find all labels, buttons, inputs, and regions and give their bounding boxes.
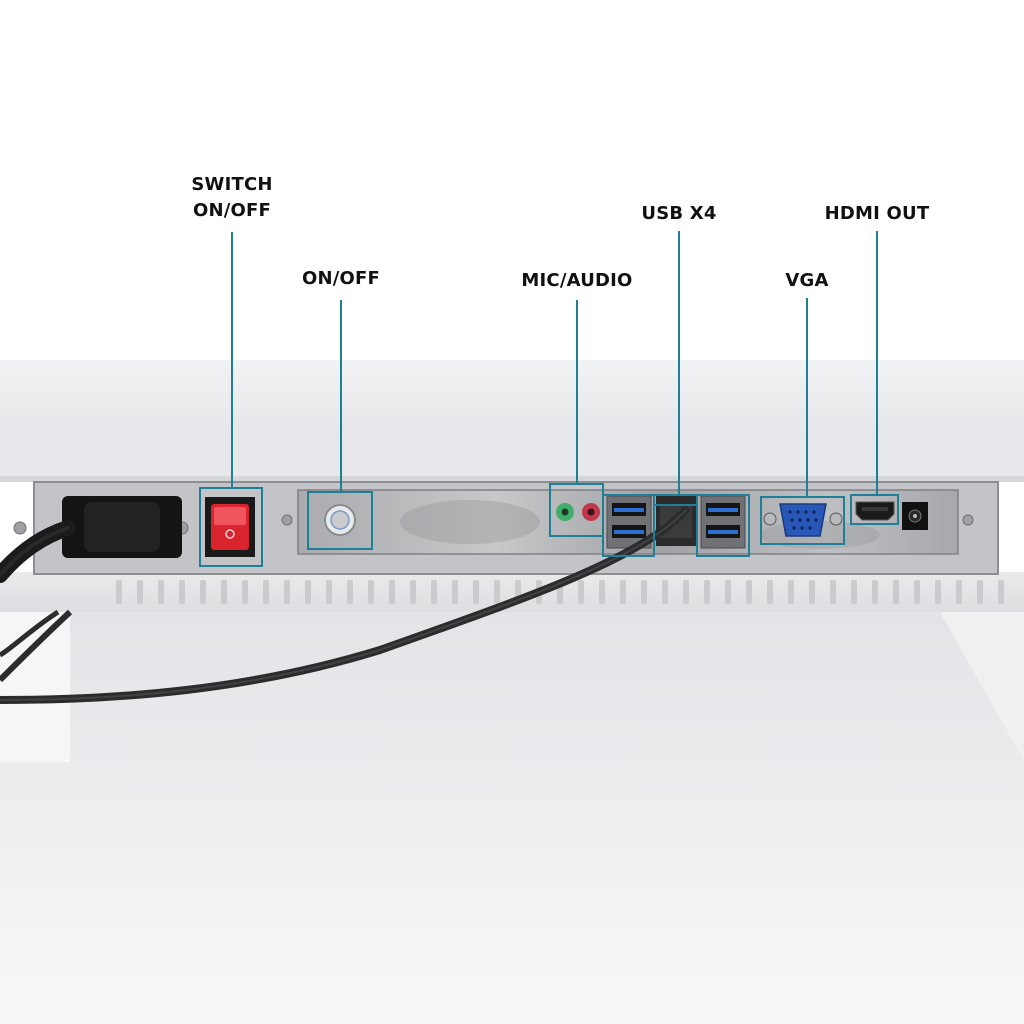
vent-rib xyxy=(242,580,248,604)
vent-rib xyxy=(473,580,479,604)
highlight-box-hdmi xyxy=(850,494,899,525)
vent-rib xyxy=(683,580,689,604)
vent-rib xyxy=(704,580,710,604)
vent-rib xyxy=(746,580,752,604)
device-stand xyxy=(0,612,1024,1024)
vent-rib xyxy=(788,580,794,604)
vent-rib xyxy=(137,580,143,604)
vent-rib xyxy=(662,580,668,604)
vent-rib xyxy=(284,580,290,604)
vent-rib xyxy=(830,580,836,604)
vent-rib xyxy=(158,580,164,604)
vent-rib xyxy=(641,580,647,604)
vent-rib xyxy=(116,580,122,604)
vent-rib xyxy=(494,580,500,604)
highlight-box-usb-right xyxy=(696,494,750,557)
vent-rib xyxy=(956,580,962,604)
label-vga: VGA xyxy=(785,270,829,291)
callouts xyxy=(199,231,899,567)
vent-rib xyxy=(809,580,815,604)
highlight-box-switch xyxy=(199,487,263,567)
vent-rib xyxy=(221,580,227,604)
vent-rib xyxy=(578,580,584,604)
vga-port-icon xyxy=(763,503,843,537)
vent-rib xyxy=(725,580,731,604)
vent-rib xyxy=(872,580,878,604)
hdmi-port-icon xyxy=(855,501,895,521)
screw-icon xyxy=(13,521,27,535)
usb-port-icon xyxy=(700,495,746,549)
vent-rib xyxy=(431,580,437,604)
label-power-button: ON/OFF xyxy=(301,268,381,289)
highlight-box-vga xyxy=(760,496,845,545)
power-button-icon xyxy=(324,504,356,536)
label-hdmi: HDMI OUT xyxy=(824,203,930,224)
vent-rib xyxy=(767,580,773,604)
vent-rib xyxy=(347,580,353,604)
vent-rib xyxy=(452,580,458,604)
label-usb: USB X4 xyxy=(641,203,717,224)
vent-rib xyxy=(935,580,941,604)
vent-rib xyxy=(410,580,416,604)
vent-rib xyxy=(998,580,1004,604)
screw-icon xyxy=(281,514,293,526)
dc-jack-icon xyxy=(902,502,928,530)
label-switch-line1: SWITCH xyxy=(191,174,273,195)
label-switch-line2: ON/OFF xyxy=(192,200,272,221)
vent-rib xyxy=(893,580,899,604)
highlight-box-power xyxy=(307,491,373,550)
vent-rib xyxy=(389,580,395,604)
vent-rib xyxy=(977,580,983,604)
vent-rib xyxy=(851,580,857,604)
rocker-switch-icon xyxy=(205,497,255,557)
vent-rib xyxy=(326,580,332,604)
audio-jack-icon xyxy=(556,503,600,521)
vent-rib xyxy=(305,580,311,604)
vent-rib xyxy=(200,580,206,604)
vent-rib xyxy=(914,580,920,604)
vent-rib xyxy=(620,580,626,604)
highlight-box-usb-left xyxy=(602,494,655,557)
vent-rib xyxy=(368,580,374,604)
screw-icon xyxy=(962,514,974,526)
highlight-box-lan xyxy=(653,494,698,506)
vent-rib xyxy=(179,580,185,604)
vent-rib xyxy=(599,580,605,604)
label-mic-audio: MIC/AUDIO xyxy=(521,270,633,291)
label-switch: SWITCH ON/OFF xyxy=(185,172,279,224)
power-plug-icon xyxy=(0,496,182,583)
vent-rib xyxy=(263,580,269,604)
vent-ribs xyxy=(116,580,1004,604)
